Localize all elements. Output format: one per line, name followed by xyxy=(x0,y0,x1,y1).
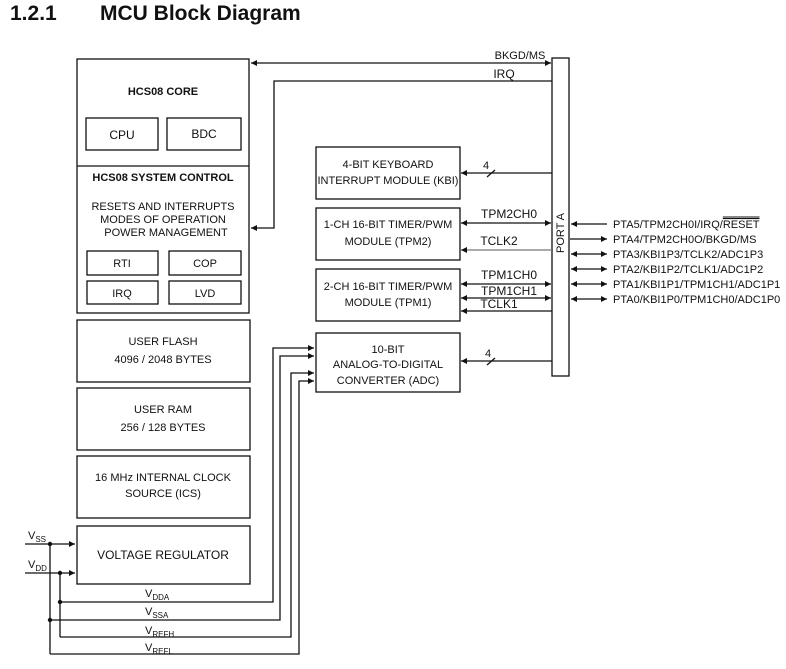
pin-label-pta5-text: PTA5/TPM2CH0I/IRQ/ xyxy=(613,219,724,231)
ics-line-1: 16 MHz INTERNAL CLOCK xyxy=(95,472,232,484)
section-number: 1.2.1 xyxy=(10,2,57,25)
vss-node xyxy=(47,541,53,547)
ics-box xyxy=(76,455,251,519)
pin-label-pta1: PTA1/KBI1P1/TPM1CH1/ADC1P1 xyxy=(613,279,780,291)
power-network: VSS VDD VDDA VSSA VREFH VREFL xyxy=(25,345,314,656)
pin-label-pta5-reset: RESET xyxy=(723,219,760,231)
kbi-bus-slash xyxy=(486,169,496,178)
tclk2-label: TCLK2 xyxy=(480,234,518,248)
cop-box xyxy=(168,250,242,276)
user-ram-line-1: USER RAM xyxy=(134,404,192,416)
irq-signal-label: IRQ xyxy=(493,67,514,81)
tpm2-line-1: 1-CH 16-BIT TIMER/PWM xyxy=(324,219,453,231)
adc-block: 10-BIT ANALOG-TO-DIGITAL CONVERTER (ADC) xyxy=(315,332,461,393)
pin-label-pta5: PTA5/TPM2CH0I/IRQ/RESET xyxy=(613,219,760,231)
port-a-label: PORT A xyxy=(555,212,567,253)
port-a-block: PORT A xyxy=(551,57,570,377)
kbi-line-1: 4-BIT KEYBOARD xyxy=(343,159,434,171)
rti-box xyxy=(86,250,159,276)
tclk1-label: TCLK1 xyxy=(480,297,518,311)
user-flash-box xyxy=(76,319,251,383)
adc-line-1: 10-BIT xyxy=(371,344,404,356)
system-control-title: HCS08 SYSTEM CONTROL xyxy=(92,172,233,184)
hcs08-block: HCS08 CORE CPU BDC HCS08 SYSTEM CONTROL … xyxy=(76,58,250,314)
voltage-regulator-label: VOLTAGE REGULATOR xyxy=(97,548,229,562)
vdd-node xyxy=(57,570,63,576)
lvd-box xyxy=(168,280,242,305)
adc-line-2: ANALOG-TO-DIGITAL xyxy=(333,359,443,371)
user-flash-block: USER FLASH 4096 / 2048 BYTES xyxy=(76,319,251,383)
voltage-regulator-box xyxy=(76,525,251,585)
system-control-line-2: MODES OF OPERATION xyxy=(100,214,226,226)
tpm2-block: 1-CH 16-BIT TIMER/PWM MODULE (TPM2) xyxy=(315,207,461,261)
pin-list: PTA5/TPM2CH0I/IRQ/RESET PTA4/TPM2CH0O/BK… xyxy=(570,216,780,306)
lvd-label: LVD xyxy=(195,288,216,300)
system-control-line-3: POWER MANAGEMENT xyxy=(104,227,228,239)
user-flash-line-1: USER FLASH xyxy=(128,336,197,348)
pin-label-pta3: PTA3/KBI1P3/TCLK2/ADC1P3 xyxy=(613,249,763,261)
vdd-label: VDD xyxy=(28,559,47,573)
vdda-label: VDDA xyxy=(145,588,170,602)
tpm1-box xyxy=(315,268,461,322)
adc-bus-slash xyxy=(486,357,496,366)
user-ram-line-2: 256 / 128 BYTES xyxy=(121,422,206,434)
bdc-box xyxy=(166,117,242,151)
irq-label: IRQ xyxy=(112,288,132,300)
vdda-line xyxy=(60,345,314,603)
tpm1-block: 2-CH 16-BIT TIMER/PWM MODULE (TPM1) xyxy=(315,268,461,322)
port-a-box xyxy=(551,57,570,377)
vssa-label: VSSA xyxy=(145,606,169,620)
vrefh-label: VREFH xyxy=(145,625,174,639)
user-flash-line-2: 4096 / 2048 BYTES xyxy=(114,354,211,366)
user-ram-box xyxy=(76,387,251,451)
vssa-line xyxy=(50,353,314,621)
kbi-bus-width: 4 xyxy=(483,160,489,172)
rti-label: RTI xyxy=(113,258,131,270)
pin-label-pta2: PTA2/KBI1P2/TCLK1/ADC1P2 xyxy=(613,264,763,276)
vss-label: VSS xyxy=(28,530,46,544)
tpm2ch0-label: TPM2CH0 xyxy=(481,207,537,221)
cpu-box xyxy=(85,117,159,151)
kbi-box xyxy=(315,146,461,200)
vrefl-line xyxy=(50,378,314,655)
ics-line-2: SOURCE (ICS) xyxy=(125,488,201,500)
kbi-line-2: INTERRUPT MODULE (KBI) xyxy=(318,175,459,187)
cop-label: COP xyxy=(193,258,217,270)
tpm1-line-1: 2-CH 16-BIT TIMER/PWM xyxy=(324,281,453,293)
tpm2-line-2: MODULE (TPM2) xyxy=(345,236,432,248)
system-control-line-1: RESETS AND INTERRUPTS xyxy=(91,201,234,213)
bdc-label: BDC xyxy=(191,127,217,141)
tpm1-line-2: MODULE (TPM1) xyxy=(345,297,432,309)
ics-block: 16 MHz INTERNAL CLOCK SOURCE (ICS) xyxy=(76,455,251,519)
tpm1ch1-label: TPM1CH1 xyxy=(481,284,537,298)
tpm2-box xyxy=(315,207,461,261)
tpm1ch0-label: TPM1CH0 xyxy=(481,268,537,282)
bkgd-ms-label: BKGD/MS xyxy=(495,50,546,62)
cpu-label: CPU xyxy=(109,128,134,142)
pin-label-pta0: PTA0/KBI1P0/TPM1CH0/ADC1P0 xyxy=(613,294,780,306)
irq-line xyxy=(251,80,552,231)
pin-label-pta4: PTA4/TPM2CH0O/BKGD/MS xyxy=(613,234,756,246)
section-title: MCU Block Diagram xyxy=(100,2,301,25)
core-title: HCS08 CORE xyxy=(128,86,198,98)
adc-bus-width: 4 xyxy=(485,348,491,360)
kbi-block: 4-BIT KEYBOARD INTERRUPT MODULE (KBI) xyxy=(315,146,461,200)
vrefl-label: VREFL xyxy=(145,642,173,656)
irq-box xyxy=(86,280,159,305)
user-ram-block: USER RAM 256 / 128 BYTES xyxy=(76,387,251,451)
voltage-regulator-block: VOLTAGE REGULATOR xyxy=(76,525,251,585)
adc-box xyxy=(315,332,461,393)
vrefh-line xyxy=(60,370,314,638)
adc-line-3: CONVERTER (ADC) xyxy=(337,375,439,387)
